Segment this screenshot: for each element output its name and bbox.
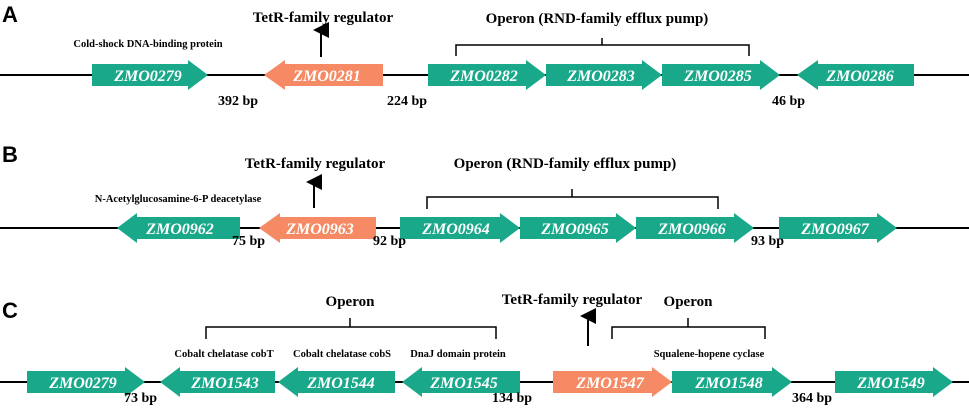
gene-name: ZMO1545 [429, 375, 498, 392]
gene-name: ZMO0283 [566, 68, 635, 85]
gene-description: Cobalt chelatase cobT [174, 349, 273, 360]
gene-arrow-shape [779, 213, 897, 243]
gene-name: ZMO0966 [657, 221, 726, 238]
gene-arrow-zmo1549: ZMO1549 [835, 367, 953, 397]
gene-description: DnaJ domain protein [410, 349, 506, 360]
gene-arrow-shape [278, 367, 395, 397]
gene-arrow-zmo1544: ZMO1544 [278, 367, 395, 397]
intergenic-spacer-label: 73 bp [124, 391, 157, 405]
panel-label: A [2, 2, 18, 27]
gene-arrow-shape [402, 367, 520, 397]
regulator-label: TetR-family regulator [245, 156, 386, 172]
gene-name: ZMO1549 [856, 375, 925, 392]
gene-arrow-shape [797, 60, 914, 90]
gene-name: ZMO0962 [145, 221, 214, 238]
gene-name: ZMO1547 [575, 375, 645, 392]
gene-name: ZMO0286 [825, 68, 894, 85]
gene-arrow-shape [662, 60, 780, 90]
intergenic-spacer-label: 364 bp [792, 391, 832, 405]
gene-arrow-shape [835, 367, 953, 397]
gene-arrow-zmo1548: ZMO1548 [672, 367, 792, 397]
operon-label: Operon [664, 294, 714, 310]
gene-name: ZMO0967 [800, 221, 870, 238]
gene-arrow-shape [160, 367, 275, 397]
gene-arrow-zmo1547: ZMO1547 [553, 367, 672, 397]
panel-label: C [2, 298, 18, 323]
gene-arrow-shape [259, 213, 376, 243]
gene-arrow-zmo0282: ZMO0282 [428, 60, 546, 90]
gene-description: Squalene-hopene cyclase [654, 349, 765, 360]
operon-bracket [611, 318, 766, 339]
gene-arrow-shape [636, 213, 754, 243]
gene-name: ZMO1544 [306, 375, 375, 392]
gene-arrow-zmo0966: ZMO0966 [636, 213, 754, 243]
regulator-label: TetR-family regulator [253, 10, 394, 26]
gene-arrow-shape [553, 367, 672, 397]
gene-name: ZMO0964 [421, 221, 490, 238]
intergenic-spacer-label: 392 bp [218, 94, 258, 109]
gene-arrow-zmo0967: ZMO0967 [779, 213, 897, 243]
gene-arrow-zmo1543: ZMO1543 [160, 367, 275, 397]
operon-label: Operon [326, 294, 376, 310]
gene-arrow-shape [27, 367, 145, 397]
gene-arrow-zmo0286: ZMO0286 [797, 60, 914, 90]
gene-arrow-zmo0965: ZMO0965 [520, 213, 636, 243]
gene-arrow-zmo1545: ZMO1545 [402, 367, 520, 397]
operon-bracket [205, 318, 497, 339]
gene-arrow-zmo0279: ZMO0279 [27, 367, 145, 397]
gene-arrow-zmo0283: ZMO0283 [546, 60, 662, 90]
intergenic-spacer-label: 46 bp [772, 94, 805, 109]
operon-label: Operon (RND-family efflux pump) [454, 156, 677, 172]
panel-a: A ZMO0279 ZMO0281 ZMO0282 ZMO0283 ZMO028… [0, 2, 969, 109]
gene-name: ZMO0963 [285, 221, 354, 238]
gene-arrow-zmo0962: ZMO0962 [117, 213, 240, 243]
gene-name: ZMO0281 [292, 68, 361, 85]
operon-label: Operon (RND-family efflux pump) [486, 11, 709, 27]
gene-arrow-shape [264, 60, 383, 90]
gene-arrow-zmo0963: ZMO0963 [259, 213, 376, 243]
operon-bracket [455, 38, 750, 56]
gene-name: ZMO1543 [190, 375, 259, 392]
gene-arrow-zmo0279: ZMO0279 [92, 60, 208, 90]
gene-arrow-shape [546, 60, 662, 90]
panel-label: B [2, 142, 18, 167]
intergenic-spacer-label: 75 bp [232, 234, 265, 249]
gene-arrow-shape [92, 60, 208, 90]
gene-description: Cold-shock DNA-binding protein [73, 39, 222, 50]
gene-name: ZMO0282 [449, 68, 518, 85]
gene-description: N-Acetylglucosamine-6-P deacetylase [95, 194, 262, 205]
gene-name: ZMO0285 [683, 68, 752, 85]
gene-arrow-shape [117, 213, 240, 243]
regulator-label: TetR-family regulator [502, 292, 643, 308]
gene-arrow-zmo0285: ZMO0285 [662, 60, 780, 90]
gene-name: ZMO0965 [540, 221, 609, 238]
operon-bracket [426, 189, 719, 209]
gene-arrow-shape [672, 367, 792, 397]
gene-name: ZMO1548 [694, 375, 763, 392]
gene-arrow-shape [428, 60, 546, 90]
intergenic-spacer-label: 93 bp [751, 234, 784, 249]
gene-arrow-zmo0964: ZMO0964 [400, 213, 520, 243]
gene-description: Cobalt chelatase cobS [293, 349, 391, 360]
gene-name: ZMO0279 [48, 375, 117, 392]
panel-c: C ZMO0279 ZMO1543 ZMO1544 ZMO1545 ZMO154… [0, 292, 969, 406]
intergenic-spacer-label: 224 bp [387, 94, 427, 109]
panel-b: B ZMO0962 ZMO0963 ZMO0964 ZMO0965 ZMO096… [0, 142, 969, 249]
intergenic-spacer-label: 92 bp [373, 234, 406, 249]
gene-arrow-shape [400, 213, 520, 243]
gene-name: ZMO0279 [113, 68, 182, 85]
gene-arrow-zmo0281: ZMO0281 [264, 60, 383, 90]
gene-arrow-shape [520, 213, 636, 243]
intergenic-spacer-label: 134 bp [492, 391, 532, 405]
